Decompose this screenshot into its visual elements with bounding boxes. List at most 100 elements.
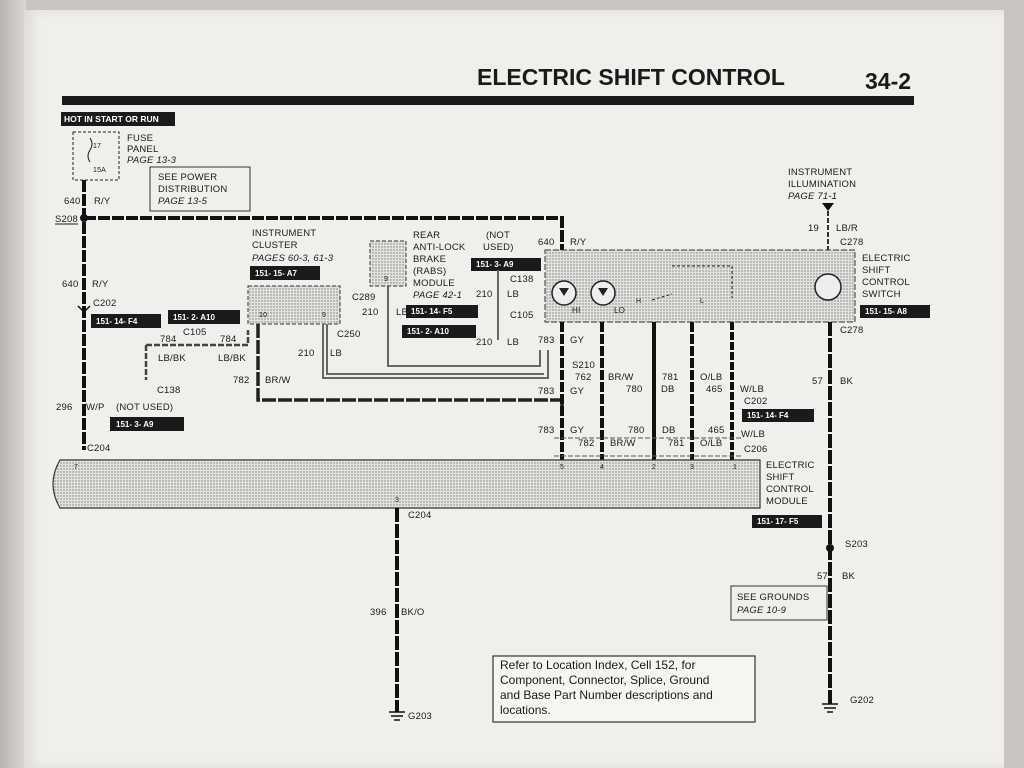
- wire-396-num: 396: [370, 607, 386, 618]
- page-sheet: [24, 10, 1004, 768]
- wire-782b-color: BR/W: [610, 438, 636, 449]
- wire-783c-num: 783: [538, 425, 554, 436]
- switch-line4: SWITCH: [862, 289, 901, 300]
- wire-296-num: 296: [56, 402, 72, 413]
- splice-s208: [80, 214, 88, 222]
- illum-line1: INSTRUMENT: [788, 167, 852, 178]
- illum-page: PAGE 71-1: [788, 191, 837, 202]
- wire-640a-num: 640: [64, 196, 80, 207]
- see-power-box: [149, 166, 251, 212]
- wire-465a-color: W/LB: [740, 384, 764, 395]
- cluster-line2: CLUSTER: [252, 240, 298, 251]
- wire-210c-num: 210: [362, 307, 378, 318]
- switch-l: L: [700, 298, 704, 305]
- wire-640c-num: 640: [538, 237, 554, 248]
- rabs-not-used-2: USED): [483, 242, 514, 253]
- lo-diode-icon: [598, 288, 608, 296]
- cell-cluster: 151- 15- A7: [255, 269, 298, 278]
- conn-g203: G203: [408, 711, 432, 722]
- conn-c105-right: C105: [510, 310, 534, 321]
- illum-line2: ILLUMINATION: [788, 179, 856, 190]
- fuse-panel-line2: PANEL: [127, 144, 158, 155]
- cell-f5-box: [406, 305, 478, 318]
- wire-762-num: 762: [575, 372, 591, 383]
- wire-784: [144, 330, 250, 380]
- cell-a10: 151- 2- A10: [407, 327, 450, 336]
- wire-210-rabs: [387, 286, 541, 367]
- cell-c202-left-box: [91, 314, 161, 328]
- wire-210-lb-b: [326, 324, 544, 375]
- wire-640a-color: R/Y: [94, 196, 111, 207]
- rabs-page: PAGE 42-1: [413, 290, 462, 301]
- fuse-symbol-icon: [87, 137, 93, 163]
- note-line1: Refer to Location Index, Cell 152, for: [500, 658, 695, 672]
- wire-210-lb: [322, 324, 549, 379]
- switch-h: H: [636, 298, 641, 305]
- cell-cluster-box: [250, 266, 320, 280]
- conn-c138-left: C138: [157, 385, 181, 396]
- module-line2: SHIFT: [766, 472, 794, 483]
- cell-switch: 151- 15- A8: [865, 307, 908, 316]
- rabs-module-block: [369, 240, 407, 287]
- wire-784b-num: 784: [220, 334, 236, 345]
- fuse-panel-box: [72, 131, 120, 181]
- switch-line2: SHIFT: [862, 265, 890, 276]
- conn-c204-bottom: C204: [408, 510, 432, 521]
- cell-rabs-box: [471, 258, 541, 271]
- hi-diode-icon: [559, 288, 569, 296]
- cluster-pin-10: 10: [259, 312, 267, 319]
- conn-s203: S203: [845, 539, 868, 550]
- conn-g202: G202: [850, 695, 874, 706]
- wire-780b-color: DB: [662, 425, 676, 436]
- cell-a10-box: [402, 325, 476, 338]
- see-power-line2: DISTRIBUTION: [158, 184, 227, 195]
- fuse-panel-page: PAGE 13-3: [127, 155, 177, 166]
- rabs-line2: ANTI-LOCK: [413, 242, 466, 253]
- switch-module-wires: [560, 322, 734, 460]
- wire-57b-color: BK: [842, 571, 856, 582]
- wire-782-num: 782: [233, 375, 249, 386]
- wire-784a-color: LB/BK: [158, 353, 186, 364]
- page-title: ELECTRIC SHIFT CONTROL: [477, 64, 785, 90]
- wire-57b-num: 57: [817, 571, 828, 582]
- module-pin-3: 3: [395, 497, 399, 504]
- wire-465b-color: W/LB: [741, 429, 765, 440]
- connector-c202-symbol: [77, 305, 91, 314]
- wire-780a-num: 780: [626, 384, 642, 395]
- fuse-number: 17: [93, 143, 101, 150]
- hot-label: HOT IN START OR RUN: [64, 114, 159, 124]
- wire-57a-num: 57: [812, 376, 823, 387]
- left-page-edge: [0, 0, 26, 768]
- switch-contacts: [651, 265, 733, 301]
- conn-c278-top: C278: [840, 237, 864, 248]
- wire-210b-num: 210: [476, 289, 492, 300]
- see-power-page: PAGE 13-5: [158, 196, 208, 207]
- cell-c105: 151- 2- A10: [173, 313, 216, 322]
- rabs-line4: (RABS): [413, 266, 446, 277]
- switch-block: [544, 249, 856, 323]
- wire-783a-color: GY: [570, 335, 585, 346]
- fuse-amps: 15A: [93, 167, 106, 174]
- ground-g203-icon: [389, 711, 405, 721]
- wire-296-color: W/P: [86, 402, 105, 413]
- wire-783b-num: 783: [538, 386, 554, 397]
- cluster-line1: INSTRUMENT: [252, 228, 316, 239]
- cluster-pin-9: 9: [322, 312, 326, 319]
- cell-f5: 151- 14- F5: [411, 307, 453, 316]
- switch-lo: LO: [614, 306, 625, 315]
- switch-line3: CONTROL: [862, 277, 910, 288]
- conn-c202-left: C202: [93, 298, 117, 309]
- cell-c138-box: [110, 417, 184, 431]
- module-pin-5: 5: [560, 464, 564, 471]
- see-power-line1: SEE POWER: [158, 172, 217, 183]
- cell-switch-box: [860, 305, 930, 318]
- wire-640b-num: 640: [62, 279, 78, 290]
- connector-c206-outline: [554, 437, 742, 457]
- wire-784a-num: 784: [160, 334, 176, 345]
- conn-c105: C105: [183, 327, 207, 338]
- note-line3: and Base Part Number descriptions and: [500, 688, 713, 702]
- cell-c202-right: 151- 14- F4: [747, 411, 789, 420]
- wire-783b-color: GY: [570, 386, 585, 397]
- rabs-not-used-1: (NOT: [486, 230, 510, 241]
